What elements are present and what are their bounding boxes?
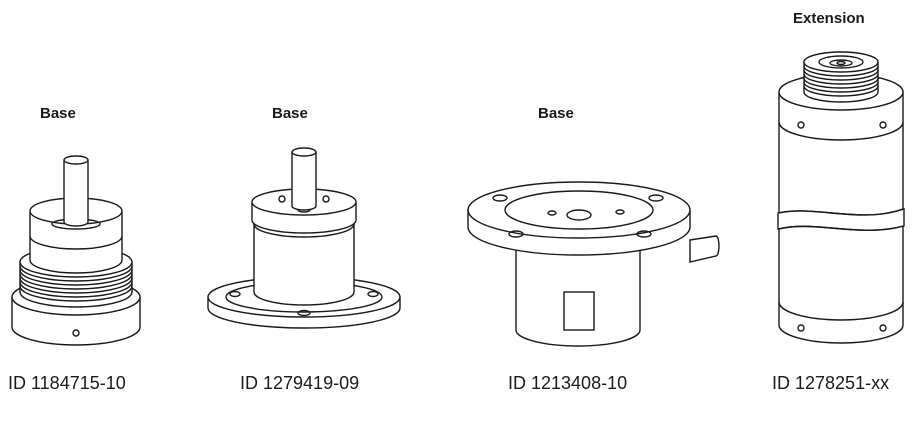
product-id-2: ID 1279419-09 <box>240 373 360 393</box>
product-label-2: Base <box>272 105 308 122</box>
base-flange-illustration <box>207 147 401 329</box>
base-threaded-illustration <box>11 155 141 346</box>
extension-illustration <box>777 51 905 344</box>
product-label-1: Base <box>40 105 76 122</box>
product-id-4: ID 1278251-xx <box>772 373 890 393</box>
base-round-flange-illustration <box>467 181 720 347</box>
product-id-1: ID 1184715-10 <box>8 373 126 393</box>
product-label-4: Extension <box>793 10 865 27</box>
product-label-3: Base <box>538 105 574 122</box>
product-id-3: ID 1213408-10 <box>508 373 628 393</box>
